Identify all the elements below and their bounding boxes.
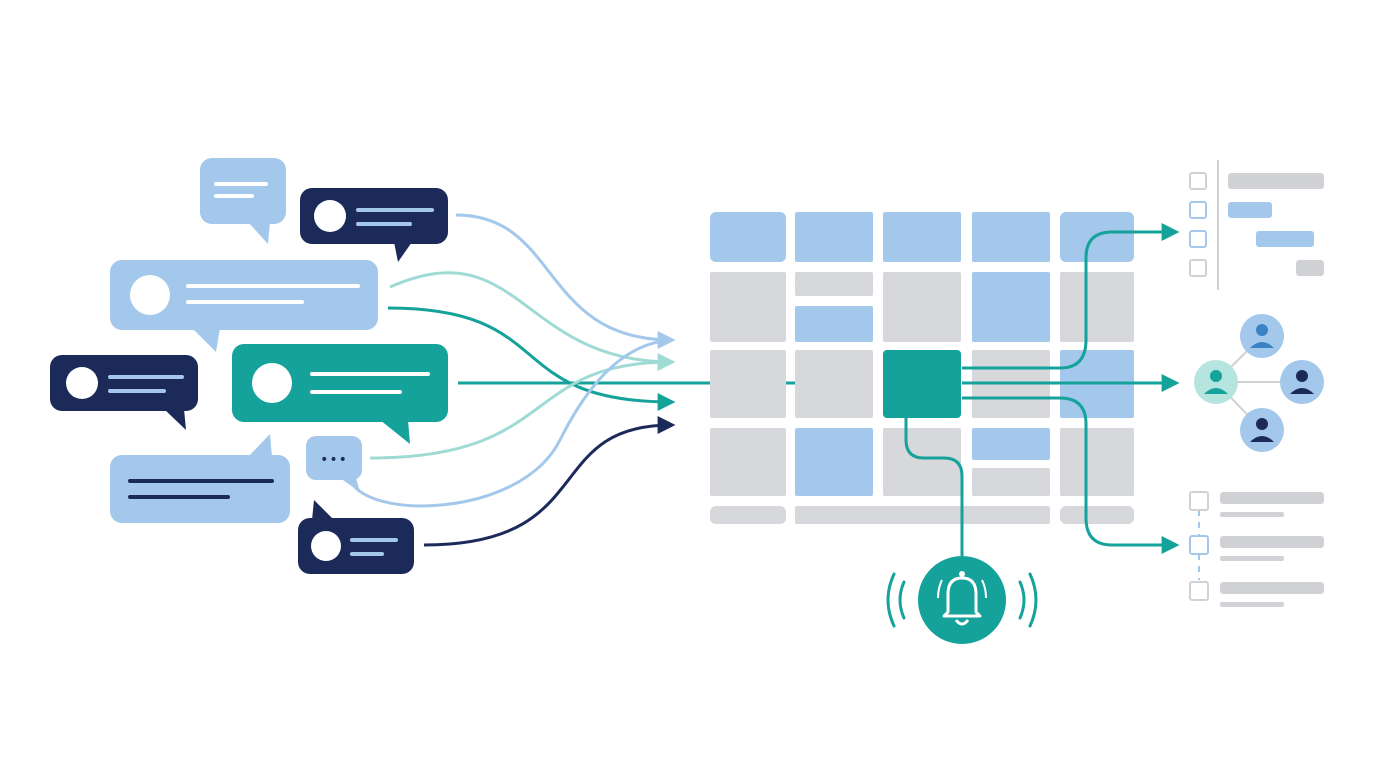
gantt-list bbox=[1189, 160, 1324, 290]
checkbox bbox=[1189, 535, 1209, 555]
checkbox bbox=[1189, 172, 1207, 190]
checkbox bbox=[1189, 491, 1209, 511]
message-bubble-a bbox=[200, 158, 286, 244]
user-avatar-right bbox=[1280, 360, 1324, 404]
avatar bbox=[130, 275, 170, 315]
connector-to-gantt bbox=[962, 223, 1180, 370]
message-bubble-h bbox=[298, 500, 414, 574]
bell-icon bbox=[937, 571, 987, 626]
message-bubble-f bbox=[110, 434, 290, 523]
connector-teal-1 bbox=[387, 306, 676, 411]
checkbox bbox=[1189, 581, 1209, 601]
input-messages: ••• bbox=[50, 158, 448, 574]
connector-to-bell bbox=[904, 418, 964, 556]
task-checklist bbox=[1189, 491, 1324, 607]
avatar bbox=[252, 363, 292, 403]
checkbox bbox=[1189, 259, 1207, 277]
message-bubble-d bbox=[50, 355, 198, 430]
checkbox bbox=[1189, 230, 1207, 248]
message-bubble-c bbox=[110, 260, 378, 352]
connector-light-1 bbox=[455, 213, 676, 349]
message-bubble-b bbox=[300, 188, 448, 262]
output-connectors bbox=[904, 223, 1180, 556]
user-network bbox=[1194, 314, 1324, 452]
avatar bbox=[314, 200, 346, 232]
connector-navy-1 bbox=[423, 416, 676, 547]
typing-bubble: ••• bbox=[306, 436, 362, 492]
bell-notification bbox=[886, 556, 1038, 644]
connector-light-2 bbox=[348, 338, 673, 508]
active-cell bbox=[883, 350, 961, 418]
input-connectors bbox=[348, 213, 870, 547]
avatar bbox=[66, 367, 98, 399]
connector-mint-2 bbox=[369, 360, 673, 460]
connector-to-checklist bbox=[962, 396, 1180, 554]
user-avatar-top bbox=[1240, 314, 1284, 358]
checkbox bbox=[1189, 201, 1207, 219]
typing-dots: ••• bbox=[320, 452, 348, 468]
avatar bbox=[311, 531, 341, 561]
connector-mint-1 bbox=[389, 271, 676, 371]
user-avatar-bottom bbox=[1240, 408, 1284, 452]
user-avatar-mint bbox=[1194, 360, 1238, 404]
message-bubble-e bbox=[232, 344, 448, 444]
